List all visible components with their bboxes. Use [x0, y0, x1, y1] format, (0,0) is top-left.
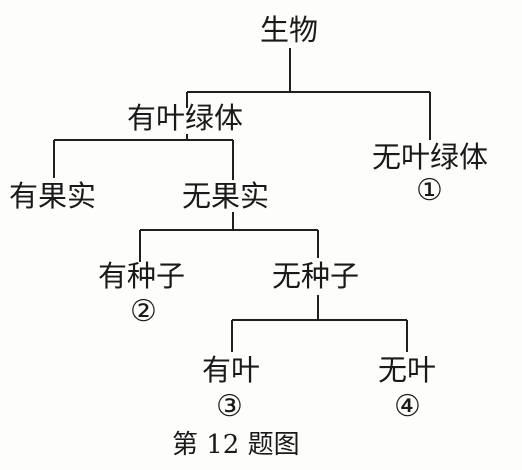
label-has-seed: 有种子 — [98, 259, 186, 293]
marker-2: ② — [130, 294, 157, 329]
marker-4: ④ — [394, 389, 421, 424]
label-no-seed: 无种子 — [272, 259, 360, 293]
label-has-fruit: 有果实 — [9, 179, 97, 213]
connector-seed — [231, 295, 408, 352]
label-no-fruit: 无果实 — [182, 179, 270, 213]
label-no-chloroplast: 无叶绿体 — [372, 140, 489, 174]
label-has-chloroplast: 有叶绿体 — [127, 101, 244, 135]
label-no-leaf: 无叶 — [378, 353, 437, 387]
marker-3: ③ — [216, 389, 243, 424]
connector-fruit — [139, 212, 319, 262]
marker-1: ① — [416, 173, 443, 208]
connector-chlorophyll — [53, 134, 234, 180]
root-label-organisms: 生物 — [260, 13, 319, 47]
connector-root — [186, 48, 431, 140]
figure-caption: 第 12 题图 — [172, 430, 300, 460]
label-has-leaf: 有叶 — [202, 353, 261, 387]
